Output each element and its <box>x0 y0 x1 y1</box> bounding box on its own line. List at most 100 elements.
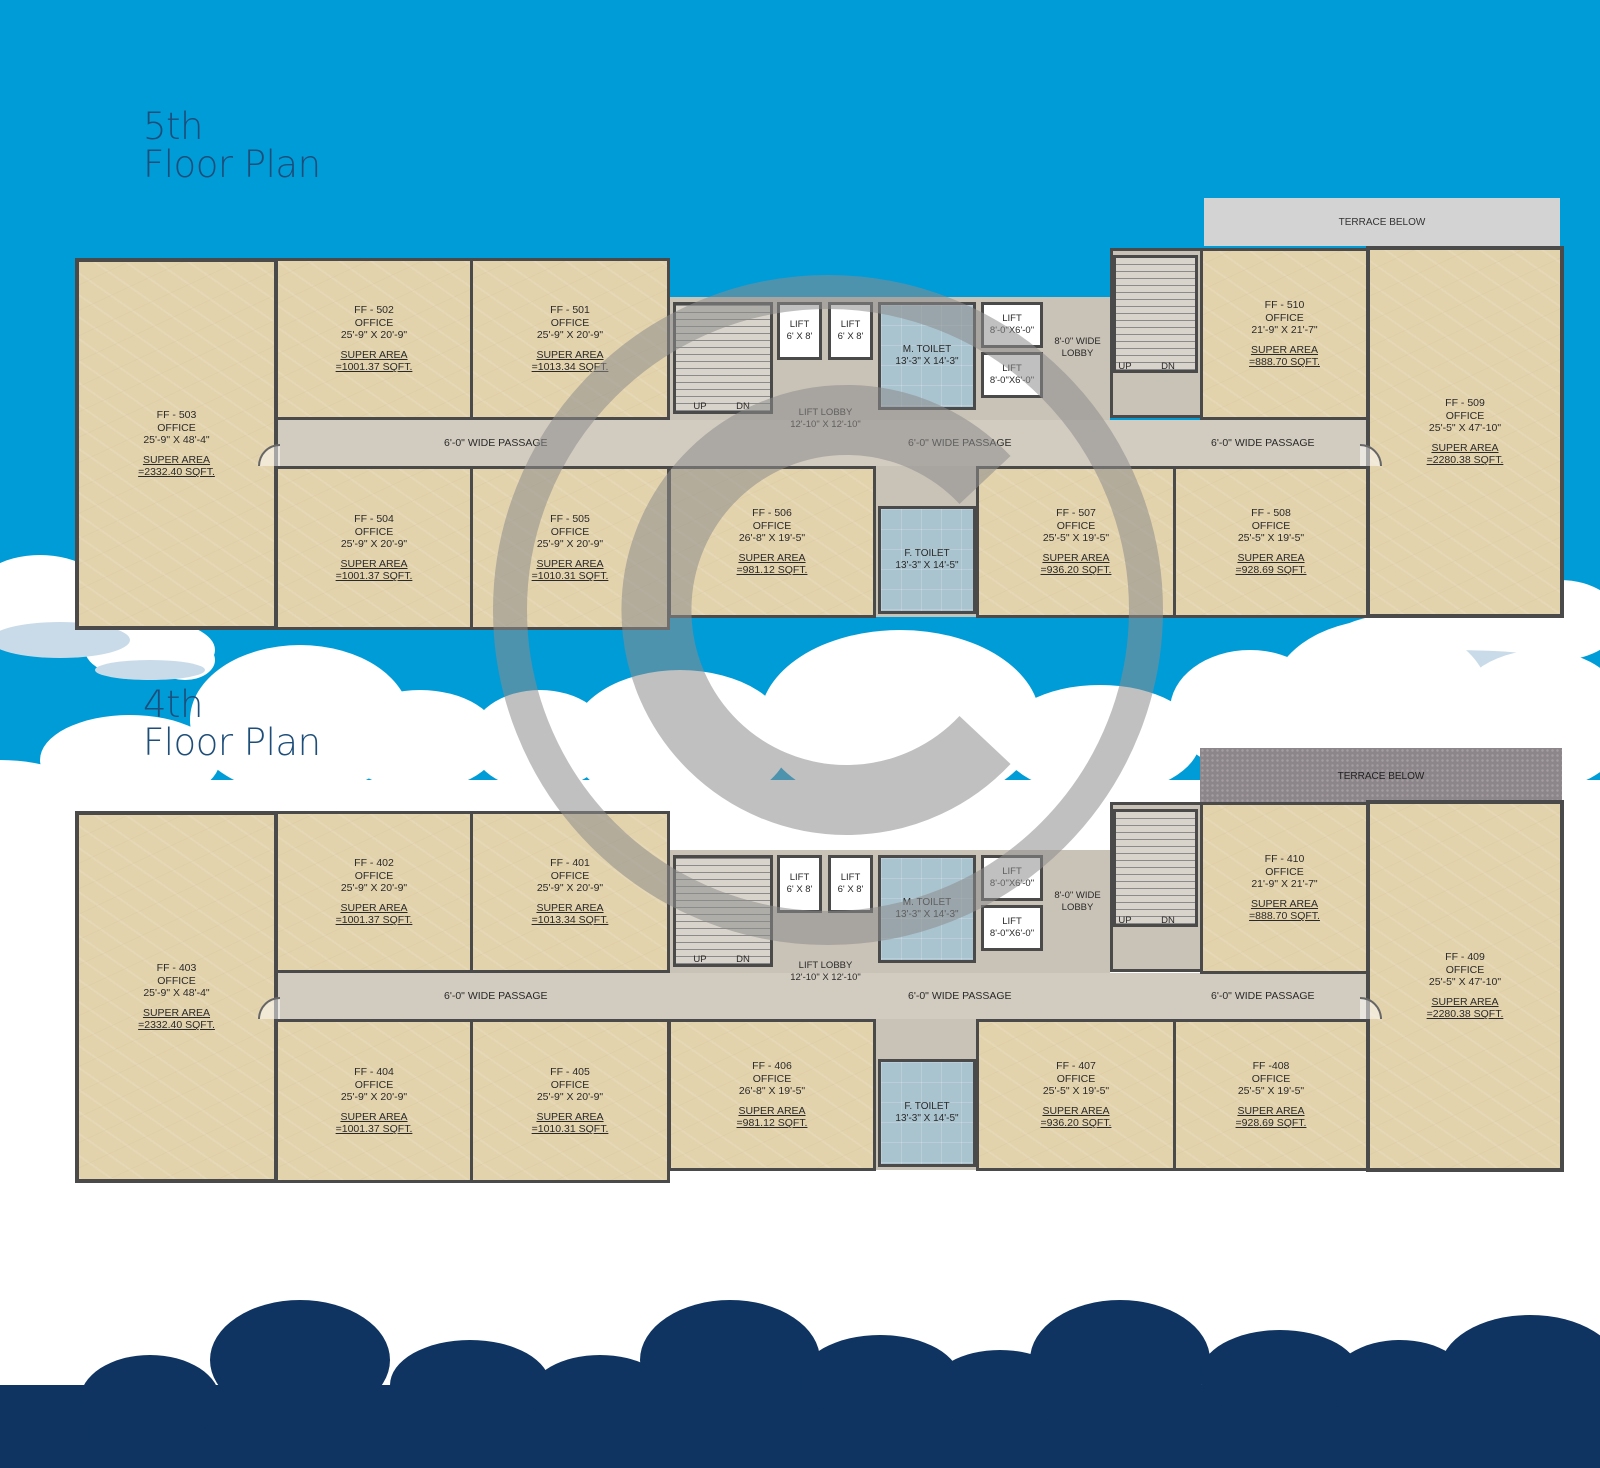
fourth-right-stair-dn: DN <box>1161 915 1175 926</box>
fourth-passage-right-label: 6'-0" WIDE PASSAGE <box>1211 990 1315 1002</box>
fourth-lift-1: LIFT 6' X 8' <box>777 855 822 913</box>
room-type: OFFICE <box>354 869 394 882</box>
room-dimensions: 25'-9" X 20'-9" <box>536 538 604 551</box>
room-dimensions: 25'-5" X 19'-5" <box>1042 1085 1110 1098</box>
toilet-label: F. TOILET <box>904 548 950 559</box>
fifth-room-ff504[interactable]: FF - 504 OFFICE 25'-9" X 20'-9" SUPER AR… <box>275 466 473 630</box>
room-type: OFFICE <box>1056 1072 1096 1085</box>
room-code: FF - 501 <box>550 304 590 317</box>
room-code: FF - 401 <box>550 857 590 870</box>
fourth-m-toilet: M. TOILET 13'-3" X 14'-3" <box>878 855 976 963</box>
room-area-label: SUPER AREA <box>536 901 604 914</box>
room-area-label: SUPER AREA <box>738 1104 806 1117</box>
fourth-room-ff401[interactable]: FF - 401 OFFICE 25'-9" X 20'-9" SUPER AR… <box>470 811 670 973</box>
room-code: FF - 502 <box>354 304 394 317</box>
room-area-value: =1010.31 SQFT. <box>531 570 609 583</box>
fifth-passage-left-label: 6'-0" WIDE PASSAGE <box>444 437 548 449</box>
fifth-stair-dn: DN <box>736 401 750 412</box>
room-area-label: SUPER AREA <box>1431 441 1499 454</box>
fifth-room-ff508[interactable]: FF - 508 OFFICE 25'-5" X 19'-5" SUPER AR… <box>1173 466 1369 618</box>
fourth-lift-3: LIFT 8'-0"X6'-0" <box>981 855 1043 901</box>
room-dimensions: 21'-9" X 21'-7" <box>1251 878 1318 891</box>
toilet-dimensions: 13'-3" X 14'-3" <box>895 356 959 367</box>
fourth-room-ff408[interactable]: FF -408 OFFICE 25'-5" X 19'-5" SUPER ARE… <box>1173 1019 1369 1171</box>
fourth-room-ff406[interactable]: FF - 406 OFFICE 26'-8" X 19'-5" SUPER AR… <box>668 1019 876 1171</box>
fourth-right-stair-up: UP <box>1118 915 1132 926</box>
room-area-value: =1010.31 SQFT. <box>531 1123 609 1136</box>
fourth-floor-title: 4th Floor Plan <box>143 686 321 762</box>
room-dimensions: 25'-5" X 19'-5" <box>1042 532 1110 545</box>
room-code: FF - 409 <box>1445 951 1485 964</box>
fifth-lift-lobby: LIFT LOBBY 12'-10" X 12'-10" <box>768 407 883 431</box>
room-type: OFFICE <box>1445 963 1485 976</box>
lift-lobby-label: LIFT LOBBY <box>798 407 853 418</box>
fourth-passage: 6'-0" WIDE PASSAGE 6'-0" WIDE PASSAGE 6'… <box>276 973 1366 1019</box>
lobby-width: 8'-0" WIDE <box>1054 336 1101 347</box>
fourth-room-ff407[interactable]: FF - 407 OFFICE 25'-5" X 19'-5" SUPER AR… <box>976 1019 1176 1171</box>
lift-label: LIFT <box>840 319 861 330</box>
fifth-lift-3: LIFT 8'-0"X6'-0" <box>981 302 1043 348</box>
fifth-terrace-label: TERRACE BELOW <box>1338 216 1426 228</box>
room-code: FF - 503 <box>156 409 197 422</box>
room-area-value: =1013.34 SQFT. <box>531 914 609 927</box>
room-area-value: =936.20 SQFT. <box>1040 1117 1112 1130</box>
room-code: FF - 510 <box>1264 299 1305 312</box>
fifth-terrace: TERRACE BELOW <box>1204 198 1560 246</box>
room-area-label: SUPER AREA <box>1250 897 1319 910</box>
room-code: FF - 407 <box>1056 1060 1096 1073</box>
fourth-room-ff405[interactable]: FF - 405 OFFICE 25'-9" X 20'-9" SUPER AR… <box>470 1019 670 1183</box>
lift-lobby-label: LIFT LOBBY <box>798 960 853 971</box>
room-type: OFFICE <box>354 316 394 329</box>
fourth-room-ff409[interactable]: FF - 409 OFFICE 25'-5" X 47'-10" SUPER A… <box>1366 800 1564 1172</box>
fifth-room-ff505[interactable]: FF - 505 OFFICE 25'-9" X 20'-9" SUPER AR… <box>470 466 670 630</box>
fourth-room-ff403[interactable]: FF - 403 OFFICE 25'-9" X 48'-4" SUPER AR… <box>75 811 278 1183</box>
room-code: FF - 504 <box>354 513 394 526</box>
room-code: FF - 509 <box>1445 397 1485 410</box>
fifth-room-ff506[interactable]: FF - 506 OFFICE 26'-8" X 19'-5" SUPER AR… <box>668 466 876 618</box>
toilet-dimensions: 13'-3" X 14'-5" <box>895 560 959 571</box>
room-type: OFFICE <box>1445 409 1485 422</box>
fourth-right-stair <box>1113 809 1198 927</box>
room-area-label: SUPER AREA <box>142 453 211 466</box>
room-area-label: SUPER AREA <box>1042 1104 1110 1117</box>
room-code: FF - 405 <box>550 1066 590 1079</box>
fourth-room-ff404[interactable]: FF - 404 OFFICE 25'-9" X 20'-9" SUPER AR… <box>275 1019 473 1183</box>
room-code: FF - 402 <box>354 857 394 870</box>
fourth-f-toilet: F. TOILET 13'-3" X 14'-5" <box>878 1059 976 1167</box>
lift-dimensions: 8'-0"X6'-0" <box>989 375 1035 386</box>
fifth-room-ff502[interactable]: FF - 502 OFFICE 25'-9" X 20'-9" SUPER AR… <box>275 258 473 420</box>
fifth-f-toilet: F. TOILET 13'-3" X 14'-5" <box>878 506 976 614</box>
lift-label: LIFT <box>1002 916 1022 927</box>
fourth-room-ff410[interactable]: FF - 410 OFFICE 21'-9" X 21'-7" SUPER AR… <box>1200 802 1369 974</box>
room-dimensions: 25'-9" X 20'-9" <box>340 538 408 551</box>
room-dimensions: 25'-5" X 19'-5" <box>1237 1085 1305 1098</box>
fifth-room-ff509[interactable]: FF - 509 OFFICE 25'-5" X 47'-10" SUPER A… <box>1366 246 1564 618</box>
fourth-terrace-label: TERRACE BELOW <box>1337 770 1425 782</box>
room-area-value: =928.69 SQFT. <box>1235 564 1307 577</box>
room-code: FF - 506 <box>752 507 792 520</box>
fifth-room-ff510[interactable]: FF - 510 OFFICE 21'-9" X 21'-7" SUPER AR… <box>1200 248 1369 420</box>
fifth-room-ff503[interactable]: FF - 503 OFFICE 25'-9" X 48'-4" SUPER AR… <box>75 258 278 630</box>
room-area-label: SUPER AREA <box>1237 1104 1305 1117</box>
room-code: FF - 404 <box>354 1066 394 1079</box>
room-area-value: =981.12 SQFT. <box>736 1117 808 1130</box>
fifth-room-ff507[interactable]: FF - 507 OFFICE 25'-5" X 19'-5" SUPER AR… <box>976 466 1176 618</box>
room-dimensions: 26'-8" X 19'-5" <box>738 532 806 545</box>
room-area-label: SUPER AREA <box>340 348 408 361</box>
lift-label: LIFT <box>1002 866 1022 877</box>
room-area-value: =888.70 SQFT. <box>1249 910 1320 923</box>
room-area-label: SUPER AREA <box>340 1110 408 1123</box>
fifth-title-line1: 5th <box>143 105 203 148</box>
lift-label: LIFT <box>1002 313 1022 324</box>
fifth-lobby-label: 8'-0" WIDE LOBBY <box>1045 336 1110 360</box>
room-dimensions: 25'-9" X 20'-9" <box>536 1091 604 1104</box>
room-dimensions: 25'-9" X 48'-4" <box>143 987 210 1000</box>
fifth-room-ff501[interactable]: FF - 501 OFFICE 25'-9" X 20'-9" SUPER AR… <box>470 258 670 420</box>
fourth-room-ff402[interactable]: FF - 402 OFFICE 25'-9" X 20'-9" SUPER AR… <box>275 811 473 973</box>
room-type: OFFICE <box>354 525 394 538</box>
room-dimensions: 25'-9" X 20'-9" <box>536 882 604 895</box>
room-area-label: SUPER AREA <box>536 557 604 570</box>
room-area-label: SUPER AREA <box>536 348 604 361</box>
room-area-label: SUPER AREA <box>340 901 408 914</box>
toilet-label: F. TOILET <box>904 1101 950 1112</box>
